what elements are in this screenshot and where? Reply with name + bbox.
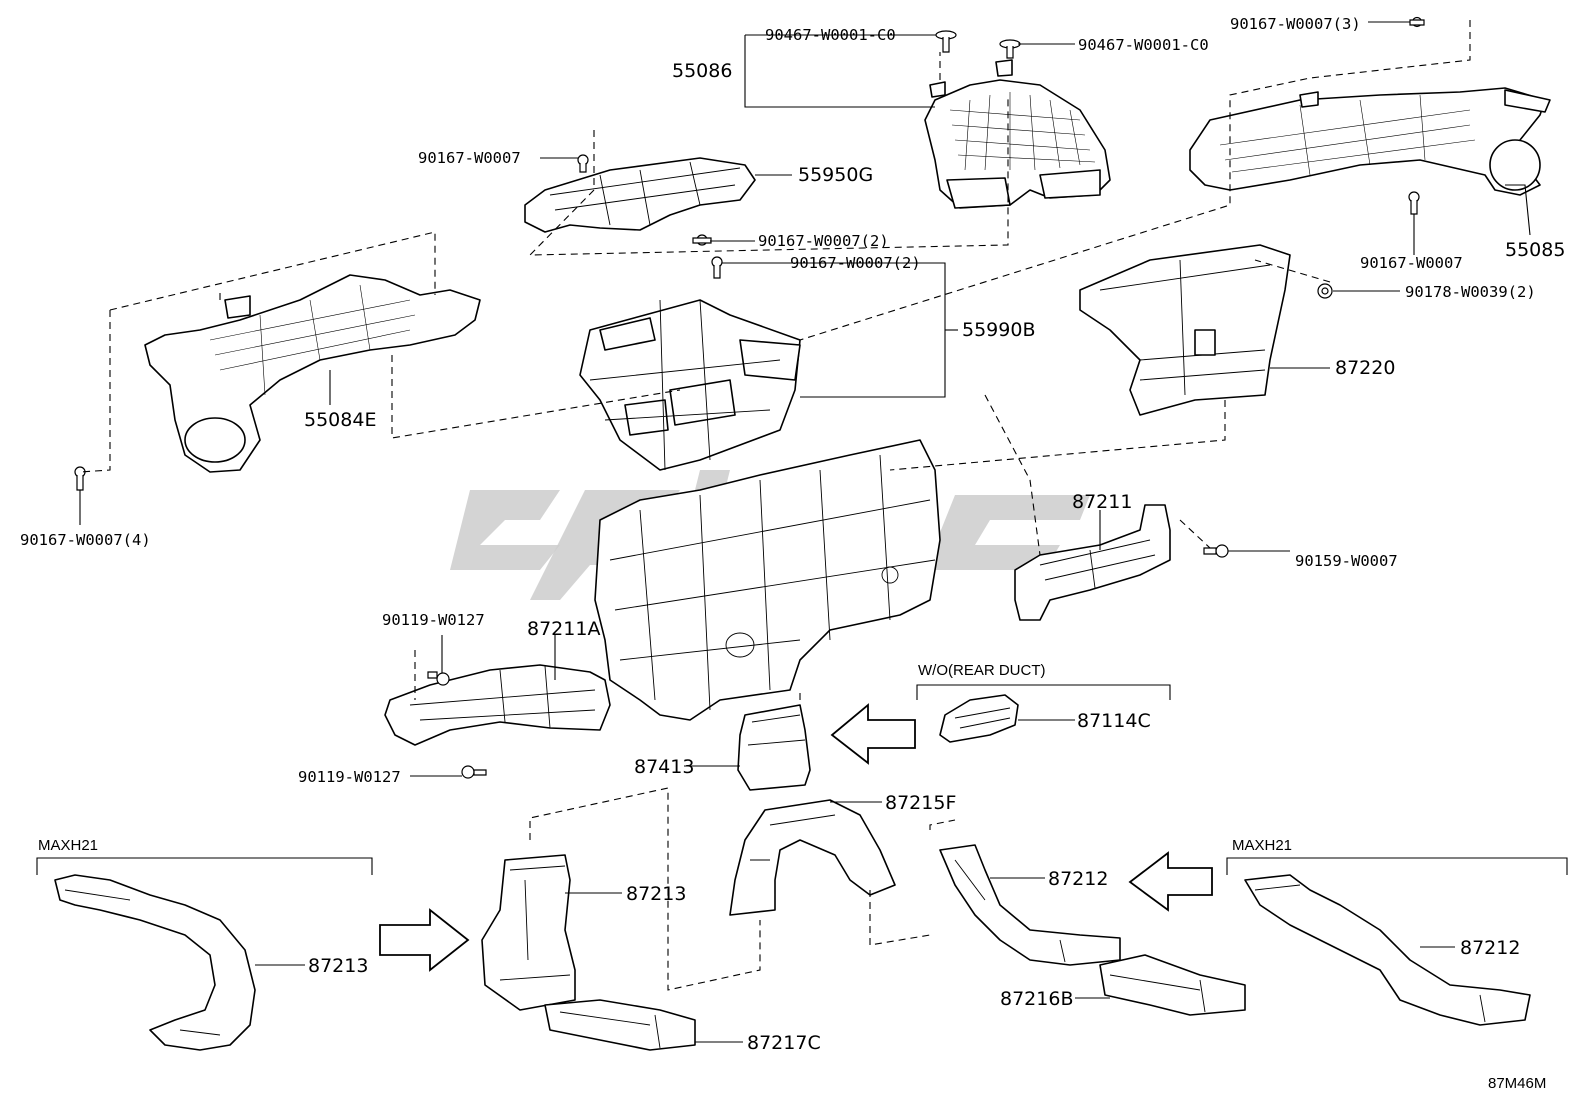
label-90167-3: 90167-W0007(3)	[1230, 15, 1361, 33]
bolt-90167-55990B	[711, 256, 723, 279]
label-90167-2b: 90167-W0007(2)	[790, 254, 921, 272]
part-labels: 90467-W0001-C0 90467-W0001-C0 55086 9016…	[20, 15, 1565, 1092]
label-90119-bottom: 90119-W0127	[298, 768, 401, 786]
label-90167-2a: 90167-W0007(2)	[758, 232, 889, 250]
label-90119-top: 90119-W0127	[382, 611, 485, 629]
label-55950G: 55950G	[798, 164, 873, 186]
bolt-90119-top	[427, 671, 450, 686]
leader-lines	[79, 21, 1531, 1043]
label-55086: 55086	[672, 60, 732, 82]
clip-90467-right	[999, 39, 1021, 59]
bolt-90159	[1203, 544, 1229, 558]
bolt-90167-55950G-top	[577, 154, 589, 173]
label-90467-left: 90467-W0001-C0	[765, 26, 896, 44]
label-90178: 90178-W0039(2)	[1405, 283, 1536, 301]
label-87212-center: 87212	[1048, 868, 1108, 890]
label-90167-right: 90167-W0007	[1360, 254, 1463, 272]
part-55990B-housing	[579, 299, 801, 471]
note-maxh21-right: MAXH21	[1232, 837, 1292, 854]
label-87215F: 87215F	[885, 792, 956, 814]
part-87213-center-duct	[481, 854, 576, 1011]
part-87220-duct	[1079, 244, 1291, 416]
label-90159: 90159-W0007	[1295, 552, 1398, 570]
bolt-90167-55950G-bottom	[692, 234, 712, 246]
part-87216B-duct	[1099, 954, 1246, 1016]
part-55950G-bracket	[524, 157, 756, 233]
direction-arrows	[379, 703, 1213, 972]
label-87413: 87413	[634, 756, 694, 778]
part-87211A-duct	[384, 664, 611, 746]
part-87211-duct	[1014, 504, 1171, 621]
label-90167-top: 90167-W0007	[418, 149, 521, 167]
bolt-90167-right	[1408, 191, 1420, 215]
arrow-right-87213	[379, 908, 470, 972]
part-heater-unit	[594, 439, 941, 721]
arrow-left-87212	[1128, 851, 1213, 912]
label-87213-center: 87213	[626, 883, 686, 905]
clip-90467-left	[935, 30, 957, 53]
label-55990B: 55990B	[962, 319, 1035, 341]
drawing-code: 87M46M	[1488, 1075, 1546, 1092]
arrow-left-87114C	[830, 703, 916, 765]
label-87216B: 87216B	[1000, 988, 1073, 1010]
part-55086-duct	[924, 59, 1111, 209]
part-87215F-duct	[729, 799, 896, 916]
note-maxh21-left: MAXH21	[38, 837, 98, 854]
assembly-lines	[79, 20, 1471, 991]
part-87114C-bracket	[939, 694, 1019, 743]
bolt-90167-55084E	[74, 466, 86, 491]
label-87211A: 87211A	[527, 618, 600, 640]
part-55085-duct	[1189, 87, 1551, 196]
label-87114C: 87114C	[1077, 710, 1151, 732]
label-87220: 87220	[1335, 357, 1395, 379]
part-87212-maxh21-duct	[1244, 874, 1531, 1026]
label-90167-4: 90167-W0007(4)	[20, 531, 151, 549]
label-90467-right: 90467-W0001-C0	[1078, 36, 1209, 54]
part-87217C-duct	[544, 999, 696, 1051]
bolt-90119-bottom	[461, 765, 487, 779]
group-brackets	[36, 684, 1568, 875]
part-87212-center-duct	[939, 844, 1121, 966]
label-87211: 87211	[1072, 491, 1132, 513]
label-87217C: 87217C	[747, 1032, 821, 1054]
bolt-90167-right-top	[1409, 16, 1425, 28]
label-55084E: 55084E	[304, 409, 376, 431]
label-87212-maxh21: 87212	[1460, 937, 1520, 959]
part-87413-duct	[737, 704, 811, 791]
part-55084E-duct	[144, 274, 481, 473]
nut-90178	[1317, 283, 1333, 299]
note-wo-rear-duct: W/O(REAR DUCT)	[918, 662, 1046, 679]
label-87213-maxh21: 87213	[308, 955, 368, 977]
label-55085: 55085	[1505, 239, 1565, 261]
part-87213-maxh21-duct	[54, 874, 256, 1051]
